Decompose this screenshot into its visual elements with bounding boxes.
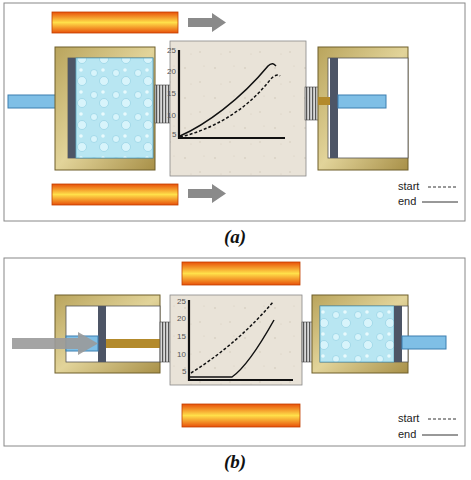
legend-label: end — [398, 196, 416, 207]
axis-tick-label: 25 — [177, 298, 186, 306]
axis-tick-label: 15 — [167, 90, 176, 98]
axis-tick-label: 5 — [182, 368, 186, 376]
legend-label: start — [398, 181, 419, 192]
panel-caption: (b) — [224, 452, 246, 471]
axis-tick-label: 25 — [167, 47, 176, 55]
axis-tick-label: 10 — [177, 351, 186, 359]
legend-label: start — [398, 413, 419, 424]
legend-label: end — [398, 429, 416, 440]
axis-tick-label: 10 — [167, 112, 176, 120]
axis-tick-label: 15 — [177, 333, 186, 341]
axis-tick-label: 20 — [167, 68, 176, 76]
axis-tick-label: 5 — [172, 131, 176, 139]
axis-tick-label: 20 — [177, 315, 186, 323]
panel-caption: (a) — [224, 227, 246, 246]
